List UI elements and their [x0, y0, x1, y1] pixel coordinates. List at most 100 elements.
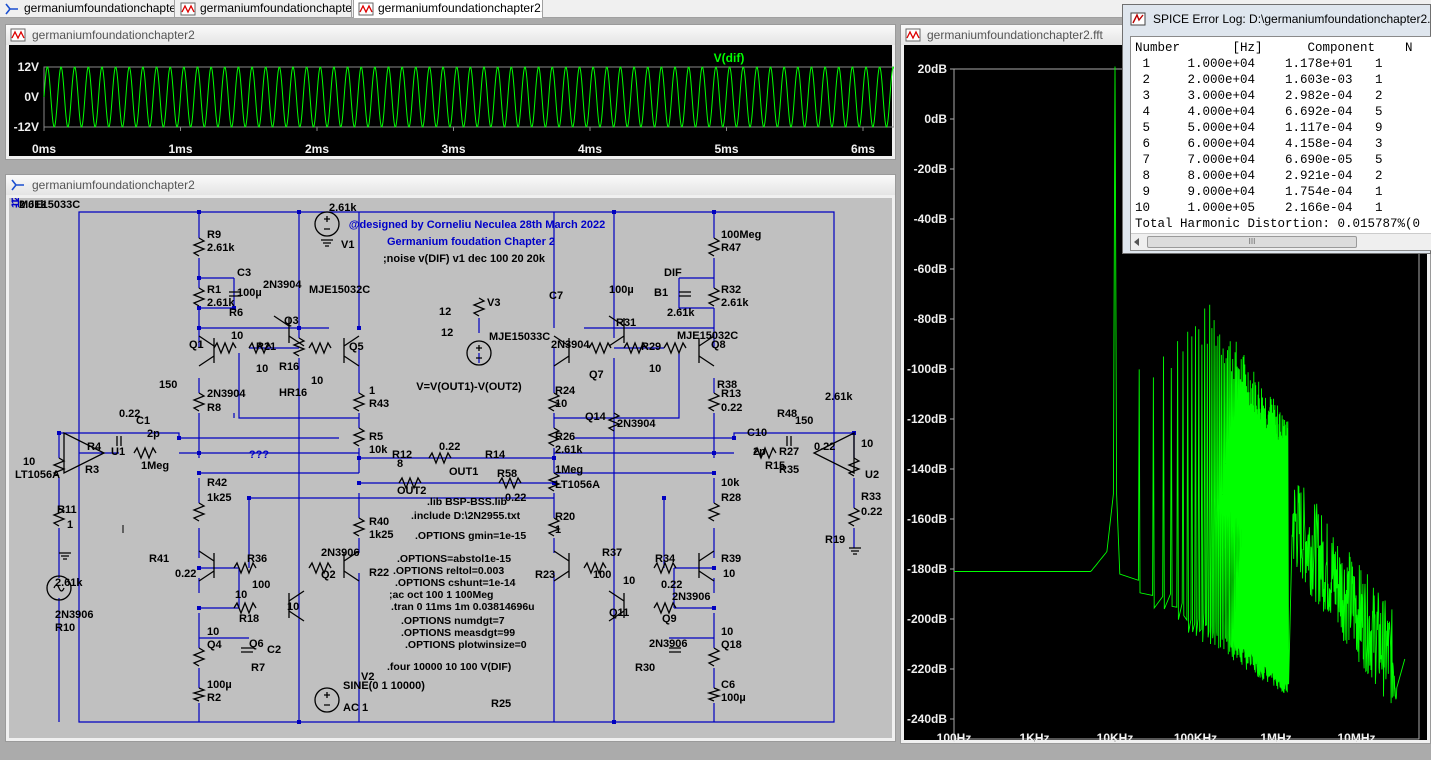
- table-row: 10 1.000e+05 2.166e-04 1: [1135, 201, 1383, 215]
- component-label: 10: [23, 456, 35, 468]
- component-label: 0.22: [505, 492, 526, 504]
- spice-error-log-window[interactable]: SPICE Error Log: D:\germaniumfoundationc…: [1122, 4, 1431, 254]
- component-label: 10: [231, 330, 243, 342]
- window-title: germaniumfoundationchapter2: [32, 28, 195, 42]
- component-label: C7: [549, 290, 563, 302]
- tab-fft[interactable]: germaniumfoundationchapter2.fft: [353, 0, 543, 18]
- component-label: 0.22: [721, 402, 742, 414]
- table-row: 7 7.000e+04 6.690e-05 5: [1135, 153, 1383, 167]
- trace-label[interactable]: V(dif): [714, 51, 745, 65]
- spice-directive: .OPTIONS=abstol1e-15: [397, 553, 511, 565]
- component-label: R12: [392, 449, 412, 461]
- component-label: 0.22: [119, 408, 140, 420]
- scroll-left-icon[interactable]: [1134, 238, 1139, 246]
- component-label: MJE15032C: [677, 330, 738, 342]
- y-tick-label: -60dB: [914, 262, 948, 276]
- component-label: R6: [229, 307, 243, 319]
- component-label: 2N3904: [617, 418, 656, 430]
- component-label: U1: [111, 446, 125, 458]
- component-label: 2.61k: [329, 202, 357, 214]
- schematic-window[interactable]: germaniumfoundationchapter2: [5, 174, 896, 742]
- window-titlebar[interactable]: SPICE Error Log: D:\germaniumfoundationc…: [1123, 5, 1430, 33]
- spice-directive: .OPTIONS cshunt=1e-14: [395, 577, 516, 589]
- y-tick-label: -12V: [14, 120, 39, 134]
- scroll-thumb[interactable]: III: [1147, 236, 1357, 248]
- spice-directive: .four 10000 10 100 V(DIF): [387, 661, 511, 673]
- window-titlebar[interactable]: germaniumfoundationchapter2: [6, 25, 895, 45]
- window-titlebar[interactable]: germaniumfoundationchapter2: [6, 175, 895, 195]
- x-tick-label: 3ms: [441, 142, 465, 156]
- component-label: R29: [641, 341, 661, 353]
- schematic-wires: [58, 211, 855, 723]
- component-label: 2N3906: [649, 638, 688, 650]
- x-tick-label: 1KHz: [1019, 731, 1049, 742]
- spice-icon: [1130, 12, 1146, 26]
- component-label: 1k25: [369, 529, 393, 541]
- x-tick-label: 4ms: [578, 142, 602, 156]
- component-label: 2.61k: [825, 391, 853, 403]
- component-label: R35: [779, 464, 799, 476]
- component-label: 2N3904: [551, 339, 590, 351]
- window-title: germaniumfoundationchapter2.fft: [927, 28, 1103, 42]
- spice-directive: .OPTIONS plotwinsize=0: [405, 639, 527, 651]
- y-tick-label: 20dB: [918, 62, 948, 76]
- component-label: R32: [721, 284, 741, 296]
- schematic-components: [46, 211, 861, 713]
- x-tick-label: 6ms: [851, 142, 875, 156]
- component-label: 2.61k: [667, 307, 695, 319]
- component-label: R19: [825, 534, 845, 546]
- x-tick-label: 0ms: [32, 142, 56, 156]
- unknown-marker: ???: [249, 449, 269, 461]
- tab-waveform[interactable]: germaniumfoundationchapter2: [176, 0, 352, 18]
- component-label: V3: [487, 297, 500, 309]
- component-label: C1: [136, 415, 150, 427]
- fft-spectrum-trace: [954, 66, 1406, 704]
- x-tick-label: 100KHz: [1174, 731, 1217, 742]
- component-label: Q11: [609, 607, 629, 619]
- component-label: 2p: [147, 428, 160, 440]
- component-label: 10: [721, 626, 733, 638]
- component-label: 10: [623, 575, 635, 587]
- component-label: R7: [251, 662, 265, 674]
- component-label: B1: [654, 287, 668, 299]
- transient-plot-window[interactable]: germaniumfoundationchapter2 V(dif) 12V 0…: [5, 24, 896, 160]
- component-label: R28: [721, 492, 741, 504]
- error-log-text-area[interactable]: Number [Hz] Component N 1 1.000e+04 1.17…: [1130, 36, 1431, 251]
- fft-plot-svg: 20dB0dB-20dB-40dB-60dB-80dB-100dB-120dB-…: [907, 62, 1420, 745]
- component-label: 2N3904: [207, 388, 246, 400]
- tab-schematic[interactable]: germaniumfoundationchapter2: [0, 0, 175, 18]
- component-label: 10: [235, 589, 247, 601]
- schematic-svg[interactable]: R92.61kC3100µR12.61k2N3904MJE15032CR610Q…: [9, 184, 894, 740]
- component-label: LT1056A: [555, 479, 600, 491]
- x-tick-label: 1ms: [168, 142, 192, 156]
- x-tick-label: 1MHz: [1260, 731, 1291, 742]
- x-tick-label: 100Hz: [937, 731, 972, 742]
- component-label: 1Meg: [141, 460, 169, 472]
- spice-directive: ;ac oct 100 1 100Meg: [389, 589, 493, 601]
- waveform-icon: [180, 2, 196, 16]
- component-label: R36: [247, 553, 267, 565]
- y-tick-label: 0V: [24, 90, 39, 104]
- component-label: OUT2: [397, 485, 426, 497]
- table-row: 9 9.000e+04 1.754e-04 1: [1135, 185, 1383, 199]
- y-tick-label: -120dB: [907, 412, 947, 426]
- x-tick-label: 10MHz: [1337, 731, 1375, 742]
- component-label: MJE15033C: [19, 199, 80, 211]
- component-label: R47: [721, 242, 741, 254]
- component-label: 2N3906: [672, 591, 711, 603]
- component-label: R1: [207, 284, 221, 296]
- table-row: 4 4.000e+04 6.692e-04 5: [1135, 105, 1383, 119]
- y-tick-label: -40dB: [914, 212, 948, 226]
- component-label: DIF: [664, 267, 682, 279]
- component-label: V2: [361, 671, 374, 683]
- component-label: 0.22: [661, 579, 682, 591]
- y-tick-label: -80dB: [914, 312, 948, 326]
- horizontal-scrollbar[interactable]: III: [1131, 233, 1431, 250]
- component-label: 150: [795, 415, 813, 427]
- component-label: Q8: [711, 339, 726, 351]
- component-label: MJE15032C: [309, 284, 370, 296]
- component-label: Q6: [249, 638, 264, 650]
- spice-directive: .OPTIONS measdgt=99: [401, 627, 515, 639]
